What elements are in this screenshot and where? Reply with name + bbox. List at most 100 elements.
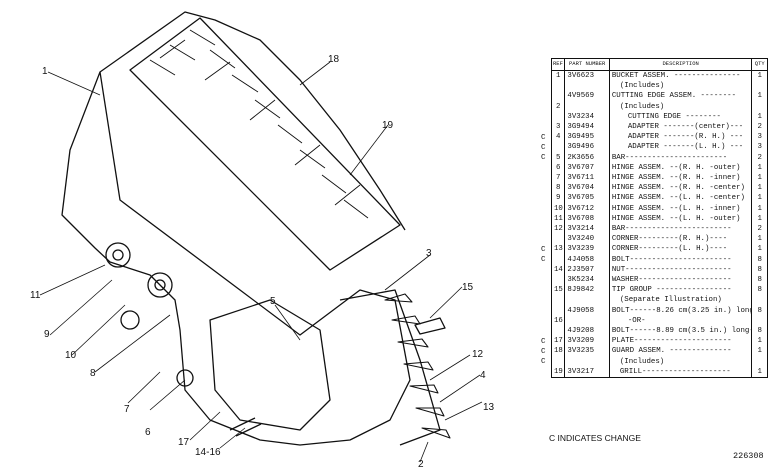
ref-cell: [550, 91, 566, 102]
qty-cell: 8: [751, 305, 768, 316]
ref-cell: [550, 142, 566, 153]
part-number-cell: 3V6623: [564, 70, 610, 82]
callout-1: 1: [42, 66, 48, 77]
part-number-cell: 2J3507: [564, 264, 610, 276]
qty-cell: 1: [751, 70, 768, 82]
callout-11: 11: [30, 290, 41, 301]
part-number-cell: [564, 101, 610, 112]
part-number-cell: 3V6704: [564, 183, 610, 194]
qty-cell: 3: [751, 132, 768, 143]
part-number-cell: 4V9569: [564, 91, 610, 102]
ref-cell: [550, 254, 566, 265]
part-number-cell: 4J9058: [564, 305, 610, 316]
callout-10: 10: [65, 350, 77, 361]
change-marker: C: [541, 154, 546, 163]
hinge-pin-left: [105, 242, 131, 268]
description-cell: HINGE ASSEM. --(R. H. -inner): [608, 173, 753, 184]
qty-cell: 2: [751, 224, 768, 235]
part-number-cell: 8J9842: [564, 285, 610, 296]
ref-cell: [550, 111, 566, 123]
bucket-top-edge: [99, 11, 406, 231]
description-cell: BOLT------8.26 cm(3.25 in.) long--: [608, 305, 753, 316]
description-cell: TIP GROUP -----------------: [608, 285, 753, 296]
qty-cell: [751, 81, 768, 92]
callout-5: 5: [270, 296, 276, 307]
ref-cell: [550, 295, 566, 306]
description-cell: GRILL--------------------: [608, 366, 753, 379]
description-cell: HINGE ASSEM. --(L. H. -outer): [608, 213, 753, 225]
qty-cell: 8: [751, 254, 768, 265]
header-qty: QTY: [751, 58, 768, 71]
bolt-set: [229, 417, 262, 437]
ref-cell: [550, 356, 566, 367]
qty-cell: 1: [751, 366, 768, 379]
ref-cell: 6: [550, 162, 566, 174]
table-row: 2(Includes): [550, 101, 768, 112]
callout-7: 7: [124, 404, 130, 415]
ref-cell: 19: [550, 366, 566, 379]
ref-cell: 1: [550, 70, 566, 82]
qty-cell: 1: [751, 193, 768, 204]
part-number-cell: 3V3239: [564, 244, 610, 255]
adapter-teeth: [384, 293, 451, 439]
description-cell: WASHER---------------------: [608, 275, 753, 286]
tip-group: [414, 317, 446, 335]
description-cell: ADAPTER -------(center)---: [608, 122, 753, 133]
part-number-cell: 2K3656: [564, 152, 610, 163]
description-cell: CUTTING EDGE --------: [608, 111, 753, 123]
part-number-cell: 3V6712: [564, 203, 610, 214]
callout-19: 19: [382, 120, 394, 131]
change-marker: C: [541, 338, 546, 346]
callout-2: 2: [418, 459, 424, 468]
qty-cell: 1: [751, 173, 768, 184]
qty-cell: 3: [751, 142, 768, 153]
qty-cell: 1: [751, 162, 768, 174]
table-row: (Includes): [550, 356, 768, 367]
description-cell: HINGE ASSEM. --(L. H. -center): [608, 193, 753, 204]
bucket-body: [61, 71, 411, 446]
qty-cell: 2: [751, 152, 768, 163]
header-description: DESCRIPTION: [608, 58, 753, 71]
description-cell: NUT------------------------: [608, 264, 753, 276]
description-cell: PLATE----------------------: [608, 336, 753, 347]
ref-cell: 8: [550, 183, 566, 194]
part-number-cell: [564, 295, 610, 306]
qty-cell: 1: [751, 111, 768, 123]
description-cell: BUCKET ASSEM. ---------------: [608, 70, 753, 82]
drawing-number: 226308: [733, 451, 764, 461]
change-marker: C: [541, 348, 546, 357]
table-header-row: REF. NO. PART NUMBER DESCRIPTION QTY: [550, 58, 768, 71]
ref-cell: [550, 234, 566, 245]
description-cell: CORNER---------(L. H.)----: [608, 244, 753, 255]
description-cell: GUARD ASSEM. --------------: [608, 346, 753, 357]
qty-cell: 1: [751, 203, 768, 214]
header-part-number: PART NUMBER: [564, 58, 610, 71]
change-marker: C: [541, 256, 546, 265]
ref-cell: 11: [550, 213, 566, 225]
header-ref-no: REF. NO.: [550, 58, 566, 71]
description-cell: CORNER---------(R. H.)----: [608, 234, 753, 245]
qty-cell: 8: [751, 285, 768, 296]
qty-cell: 1: [751, 346, 768, 357]
description-cell: (Includes): [608, 101, 753, 112]
part-number-cell: 3V6711: [564, 173, 610, 184]
qty-cell: 8: [751, 264, 768, 276]
part-number-cell: 3K5234: [564, 275, 610, 286]
ref-cell: 4: [550, 132, 566, 143]
